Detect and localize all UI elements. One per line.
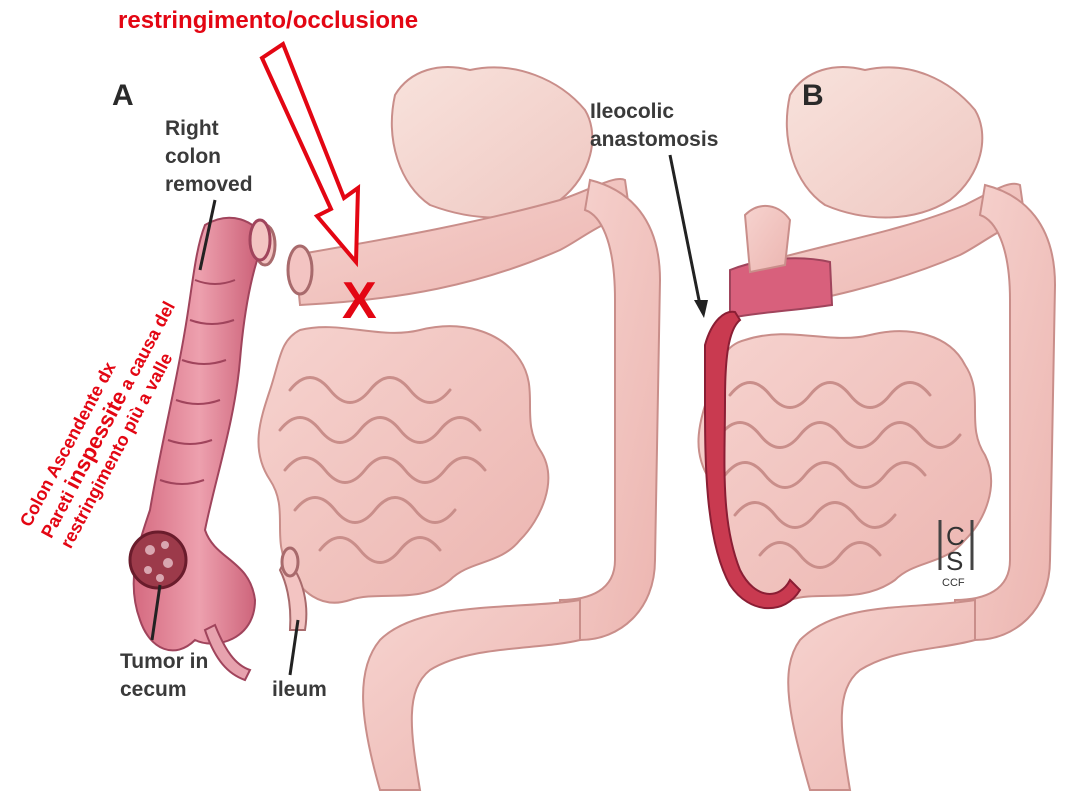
sigmoid-b: [788, 600, 975, 790]
label-anastomosis-line2: anastomosis: [590, 128, 718, 151]
label-tumor-line1: Tumor in: [120, 650, 208, 673]
sigmoid-a: [363, 600, 580, 790]
descending-colon-a: [560, 180, 660, 640]
annotation-title: restringimento/occlusione: [118, 7, 418, 34]
label-removed-line2: colon: [165, 145, 221, 168]
panel-a-letter: A: [112, 79, 134, 112]
ileum-cut-end: [282, 548, 298, 576]
logo-caption: CCF: [942, 577, 965, 589]
annotation-arrow: [262, 44, 358, 262]
stomach-a: [392, 67, 592, 217]
label-removed-line3: removed: [165, 173, 253, 196]
panel-b-anatomy: [670, 67, 1055, 790]
removed-colon-cut-end: [250, 220, 270, 260]
proximal-remnant-b: [745, 206, 790, 272]
label-anastomosis-line1: Ileocolic: [590, 100, 674, 123]
cut-end-left: [288, 246, 312, 294]
logo-letter-s: S: [946, 546, 963, 576]
occlusion-x-mark: X: [342, 272, 377, 330]
leader-anastomosis-arrowhead: [694, 300, 708, 318]
label-removed-line1: Right: [165, 117, 219, 140]
anastomosis-segment: [730, 258, 832, 318]
panel-b-letter: B: [802, 79, 824, 112]
small-intestine-a: [258, 326, 548, 602]
label-ileum: ileum: [272, 678, 327, 701]
leader-anastomosis: [670, 155, 700, 305]
label-tumor-line2: cecum: [120, 678, 187, 701]
